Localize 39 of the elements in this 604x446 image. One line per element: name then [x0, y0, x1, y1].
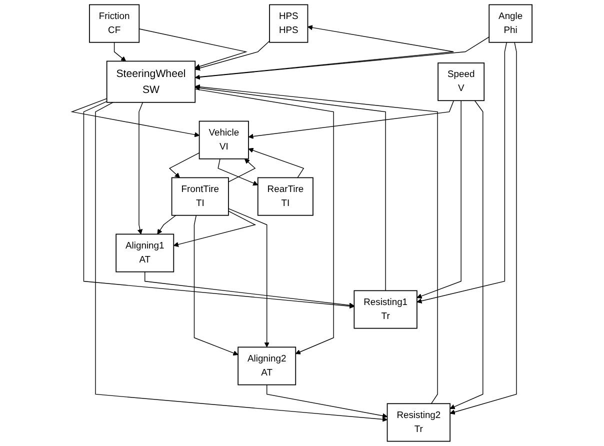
arrow: [248, 100, 454, 139]
node-box: Resisting1 Tr: [354, 290, 418, 329]
arrow: [248, 148, 304, 178]
arrow: [218, 158, 258, 186]
node-box: Aligning2 AT: [238, 346, 296, 386]
arrow: [416, 42, 508, 304]
arrow: [228, 208, 270, 348]
arrow: [138, 28, 248, 69]
arrow: [266, 384, 388, 418]
arrow: [194, 88, 334, 354]
arrow: [83, 101, 354, 309]
arrow: [416, 100, 462, 299]
arrow: [173, 210, 256, 247]
node-box: HPS HPS: [269, 4, 308, 43]
node-box: RearTire TI: [257, 177, 314, 216]
node-box: Aligning1 AT: [116, 234, 174, 272]
arrow: [194, 215, 238, 356]
node-box: Friction CF: [89, 4, 140, 43]
arrow: [194, 36, 490, 80]
node-box: Resisting2 Tr: [386, 403, 450, 442]
arrow: [144, 271, 354, 308]
arrow: [228, 158, 256, 182]
arrow: [114, 42, 126, 62]
arrow: [194, 25, 454, 78]
node-box: FrontTire TI: [171, 177, 229, 216]
node-box: Vehicle VI: [198, 120, 249, 160]
arrow: [168, 152, 200, 178]
node-box: SteeringWheel SW: [106, 60, 196, 103]
arrow: [137, 102, 144, 234]
node-box: Speed V: [438, 62, 485, 102]
arrow: [157, 215, 176, 234]
arrow: [70, 98, 200, 138]
arrow: [194, 84, 438, 404]
arrow: [95, 102, 388, 422]
arrow: [194, 40, 270, 71]
arrow: [450, 100, 484, 410]
arrow: [450, 42, 517, 415]
arrow: [194, 85, 386, 292]
node-box: Angle Phi: [488, 4, 532, 43]
